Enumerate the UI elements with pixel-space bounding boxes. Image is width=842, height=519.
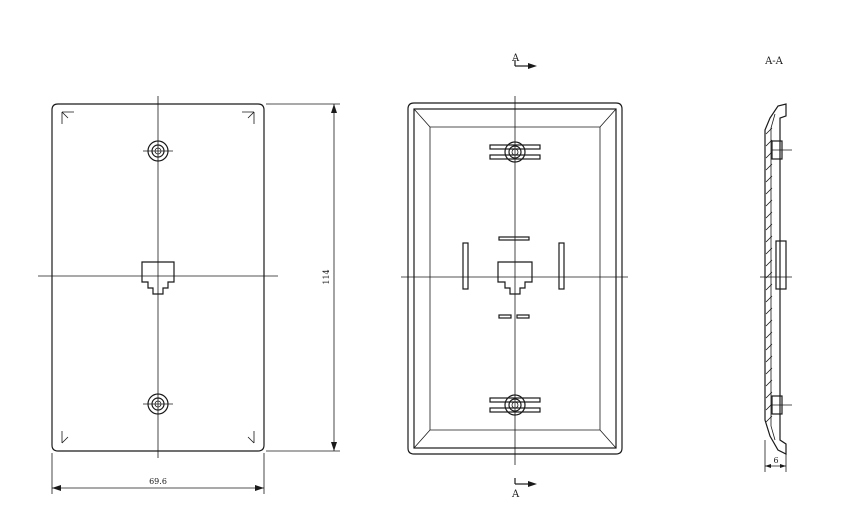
section-view-title: A-A <box>764 56 784 67</box>
section-hatching <box>765 127 773 423</box>
back-jack-housing <box>497 261 533 295</box>
thickness-dimension-label: 6 <box>773 456 778 465</box>
front-jack-opening <box>141 261 175 295</box>
section-view: A-A 6 <box>760 56 792 472</box>
width-dimension <box>51 453 265 494</box>
back-view: A A <box>401 53 628 500</box>
back-bottom-clip-left <box>498 314 512 319</box>
back-right-rib <box>558 242 565 290</box>
section-profile-outer <box>764 103 787 455</box>
width-dimension-label: 69.6 <box>149 477 167 486</box>
section-jack-protrusion <box>775 240 787 290</box>
front-plate-outline <box>51 103 265 452</box>
back-bottom-clip-right <box>516 314 530 319</box>
thickness-dimension <box>764 440 787 472</box>
front-screw-hole-bottom <box>143 393 173 415</box>
section-mark-top <box>514 60 537 69</box>
section-mark-top-label: A <box>511 53 520 64</box>
section-mark-bottom-label: A <box>511 489 520 500</box>
front-screw-hole-top <box>143 140 173 162</box>
back-screw-boss-top <box>489 141 541 163</box>
front-view: 114 69.6 <box>38 96 340 494</box>
section-mark-bottom <box>514 478 537 487</box>
back-left-rib <box>462 242 469 290</box>
height-dimension <box>266 103 340 452</box>
back-screw-boss-bottom <box>489 394 541 416</box>
back-top-clip <box>498 236 530 241</box>
height-dimension-label: 114 <box>322 269 331 284</box>
back-plate-outer <box>407 102 623 455</box>
